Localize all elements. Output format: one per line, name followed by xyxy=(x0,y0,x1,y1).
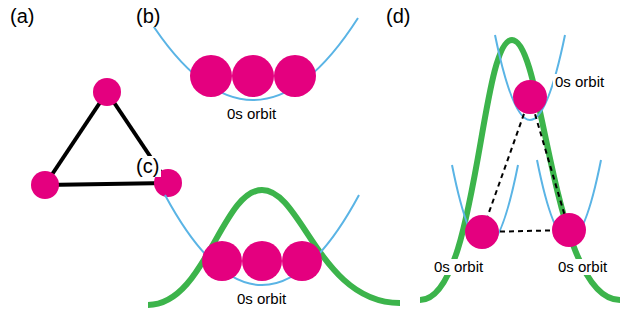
particle xyxy=(190,55,232,97)
particle xyxy=(202,241,242,281)
orbit-label: 0s orbit xyxy=(432,259,485,275)
orbit-label: 0s orbit xyxy=(225,106,278,122)
dashed-bond xyxy=(482,97,530,232)
particle xyxy=(232,55,274,97)
well-with-gaussian xyxy=(148,190,400,305)
potential-well xyxy=(165,195,359,285)
orbit-label: 0s orbit xyxy=(556,259,609,275)
bond-line xyxy=(45,183,168,185)
single-well xyxy=(148,18,358,100)
panel-label: (a) xyxy=(8,6,36,27)
bond-line xyxy=(45,92,107,185)
cluster-wells xyxy=(420,35,620,300)
triangle-cluster xyxy=(31,78,182,199)
gaussian-curve xyxy=(148,190,400,305)
bond-line xyxy=(107,92,168,183)
orbit-label: 0s orbit xyxy=(553,74,606,90)
particle xyxy=(31,171,59,199)
particle xyxy=(274,55,316,97)
dashed-bond xyxy=(530,97,569,230)
potential-well xyxy=(148,18,358,100)
particle xyxy=(93,78,121,106)
panel-label: (b) xyxy=(134,6,162,27)
panel-label: (c) xyxy=(134,156,161,177)
orbit-label: 0s orbit xyxy=(235,291,288,307)
particle xyxy=(552,213,586,247)
particle xyxy=(242,241,282,281)
panel-label: (d) xyxy=(384,6,412,27)
particle xyxy=(282,241,322,281)
particle xyxy=(513,80,547,114)
particle xyxy=(465,215,499,249)
gaussian-curve xyxy=(420,40,620,300)
